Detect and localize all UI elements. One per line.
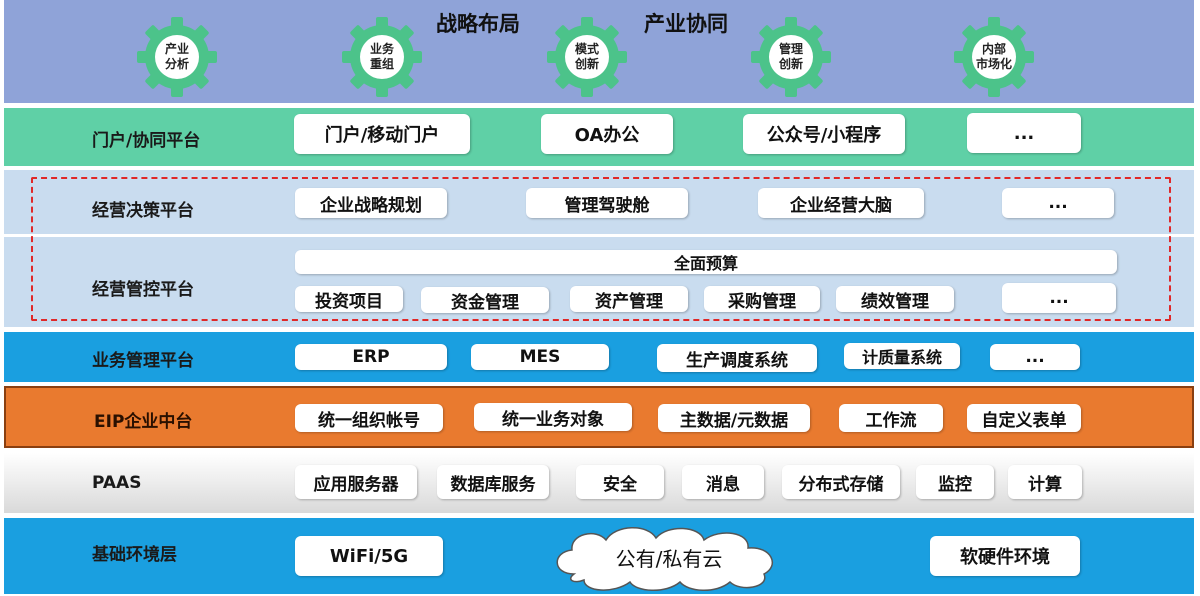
gear-label-line2: 分析 [164,57,189,71]
business-layer: 业务管理平台 ERP MES 生产调度系统 计质量系统 ... [4,332,1194,382]
decision-item-cockpit: 管理驾驶舱 [526,188,688,218]
base-environment-layer: 基础环境层 WiFi/5G 公有/私有云 软硬件环境 [4,518,1194,594]
gear-label-line1: 管理 [778,42,803,56]
portal-item-mobile-portal: 门户/移动门户 [294,114,470,154]
portal-layer: 门户/协同平台 门户/移动门户 OA办公 公众号/小程序 ... [4,108,1194,166]
paas-item-compute: 计算 [1008,465,1082,499]
strategy-title-left: 战略布局 [436,12,520,36]
business-item-mes: MES [471,344,609,370]
paas-item-distributed-storage: 分布式存储 [782,465,900,499]
gear-label-line1: 模式 [574,42,599,56]
gear-icon-industry-analysis: 产业分析 [134,14,220,100]
paas-item-database: 数据库服务 [437,465,549,499]
gear-label-line2: 创新 [574,57,599,71]
gear-icon-internal-marketization: 内部市场化 [951,14,1037,100]
business-item-quality: 计质量系统 [844,343,960,369]
decision-layer: 经营决策平台 企业战略规划 管理驾驶舱 企业经营大脑 ... [4,170,1194,234]
portal-item-mini-program: 公众号/小程序 [743,114,905,154]
decision-item-business-brain: 企业经营大脑 [758,188,924,218]
base-item-wifi-5g: WiFi/5G [295,536,443,576]
control-layer: 经营管控平台 全面预算 投资项目 资金管理 资产管理 采购管理 绩效管理 ... [4,237,1194,327]
cloud-icon: 公有/私有云 [544,522,804,592]
control-item-performance: 绩效管理 [836,286,954,312]
gear-icon-management-innovation: 管理创新 [748,14,834,100]
eip-item-unified-object: 统一业务对象 [474,403,632,431]
control-layer-label: 经营管控平台 [92,280,194,300]
base-item-hardware-software: 软硬件环境 [930,536,1080,576]
control-item-purchasing: 采购管理 [704,286,820,312]
eip-item-unified-account: 统一组织帐号 [295,404,443,432]
control-item-funds: 资金管理 [421,287,549,313]
control-item-more: ... [1002,283,1116,313]
gear-label-line1: 内部 [981,42,1006,56]
control-item-assets: 资产管理 [570,286,688,312]
gear-label-line2: 市场化 [975,57,1012,71]
paas-item-app-server: 应用服务器 [295,465,417,499]
control-item-investment: 投资项目 [295,286,403,312]
strategy-title-right: 产业协同 [644,12,728,36]
base-layer-label: 基础环境层 [92,545,177,565]
cloud-label: 公有/私有云 [615,546,723,571]
gear-icon-model-innovation: 模式创新 [544,14,630,100]
strategy-layer: 战略布局 产业协同 产业分析 业务重组 模式创新 管理创新 内部市场化 [4,0,1194,103]
eip-layer: EIP企业中台 统一组织帐号 统一业务对象 主数据/元数据 工作流 自定义表单 [4,386,1194,448]
paas-item-message: 消息 [682,465,764,499]
eip-item-workflow: 工作流 [839,404,943,432]
paas-layer: PAAS 应用服务器 数据库服务 安全 消息 分布式存储 监控 计算 [4,453,1194,513]
gear-label-line2: 创新 [778,57,803,71]
paas-item-monitoring: 监控 [916,465,994,499]
paas-layer-label: PAAS [92,473,142,493]
eip-item-master-data: 主数据/元数据 [658,404,810,432]
gear-label-line1: 产业 [164,42,189,56]
decision-layer-label: 经营决策平台 [92,201,194,221]
decision-item-strategy-planning: 企业战略规划 [295,188,447,218]
decision-item-more: ... [1002,188,1114,218]
eip-item-custom-form: 自定义表单 [967,404,1081,432]
eip-layer-label: EIP企业中台 [94,412,193,432]
operations-highlight-frame [31,177,1171,321]
business-item-more: ... [990,344,1080,370]
portal-layer-label: 门户/协同平台 [92,131,201,151]
gear-icon-business-restructure: 业务重组 [339,14,425,100]
paas-item-security: 安全 [576,465,664,499]
business-layer-label: 业务管理平台 [92,351,194,371]
business-item-scheduling: 生产调度系统 [657,344,817,372]
gear-label-line1: 业务 [369,42,394,56]
control-item-total-budget: 全面预算 [295,250,1117,274]
portal-item-oa: OA办公 [541,114,673,154]
business-item-erp: ERP [295,344,447,370]
portal-item-more: ... [967,113,1081,153]
gear-label-line2: 重组 [369,57,394,71]
